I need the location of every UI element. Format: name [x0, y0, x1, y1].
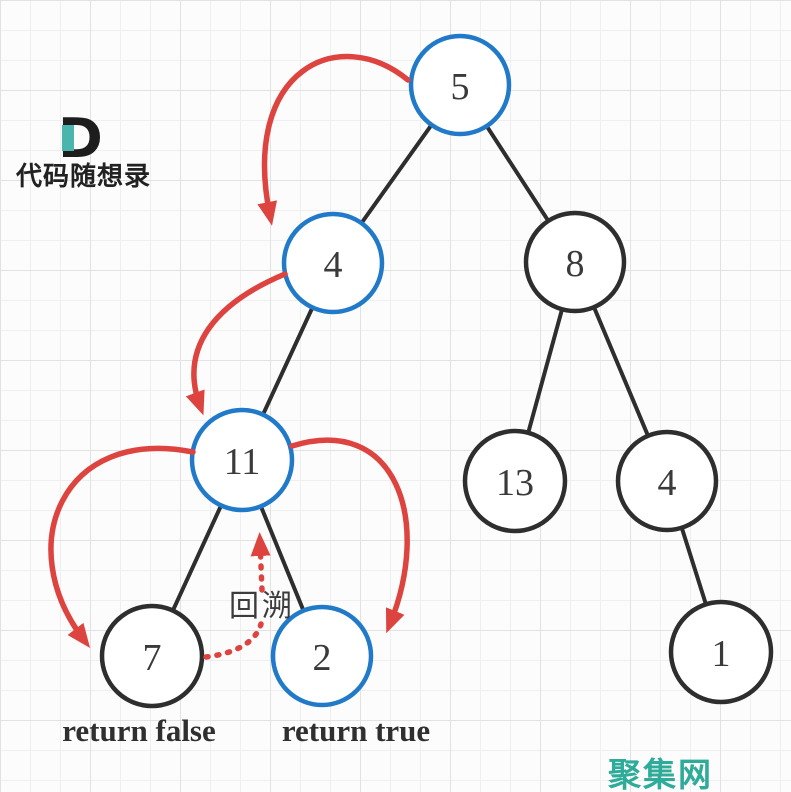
arrow-11-to-2 — [289, 437, 410, 634]
logo-teal-accent — [62, 125, 74, 151]
node-value: 13 — [496, 462, 534, 504]
node-value: 2 — [313, 637, 332, 679]
backtrack-label: 回溯 — [229, 590, 295, 623]
tree-node-4-right: 4 — [615, 429, 719, 533]
tree-node-11: 11 — [189, 407, 295, 513]
tree-node-7: 7 — [99, 603, 205, 709]
tree-node-1: 1 — [668, 599, 774, 705]
tree-node-2: 2 — [270, 604, 374, 708]
watermark: 聚集网 — [607, 756, 713, 792]
node-value: 7 — [143, 637, 162, 679]
return-true-label: return true — [282, 713, 430, 748]
node-value: 8 — [566, 243, 585, 285]
tree-node-8: 8 — [523, 210, 627, 314]
arrow-4-to-11 — [185, 271, 288, 416]
node-value: 4 — [324, 244, 343, 286]
logo-text: 代码随想录 — [15, 161, 151, 191]
node-value: 1 — [712, 633, 731, 675]
return-false-label: return false — [62, 713, 216, 748]
annotations: 回溯 return false return true — [62, 590, 430, 748]
tree-edges — [150, 83, 723, 658]
tree-node-4-left: 4 — [281, 211, 385, 315]
arrow-5-to-4 — [257, 53, 411, 226]
tree-nodes: 5 4 8 11 13 4 — [99, 33, 774, 709]
node-value: 11 — [224, 441, 261, 483]
site-logo: D 代码随想录 — [15, 107, 151, 191]
backtrack-dotted-lower — [203, 621, 264, 660]
tree-node-13: 13 — [462, 428, 568, 534]
arrow-11-to-7 — [48, 445, 196, 648]
node-value: 4 — [658, 462, 677, 504]
traversal-arrows — [48, 53, 411, 660]
backtrack-dotted-upper — [250, 532, 271, 593]
tree-node-5: 5 — [408, 33, 512, 137]
node-value: 5 — [451, 66, 470, 108]
